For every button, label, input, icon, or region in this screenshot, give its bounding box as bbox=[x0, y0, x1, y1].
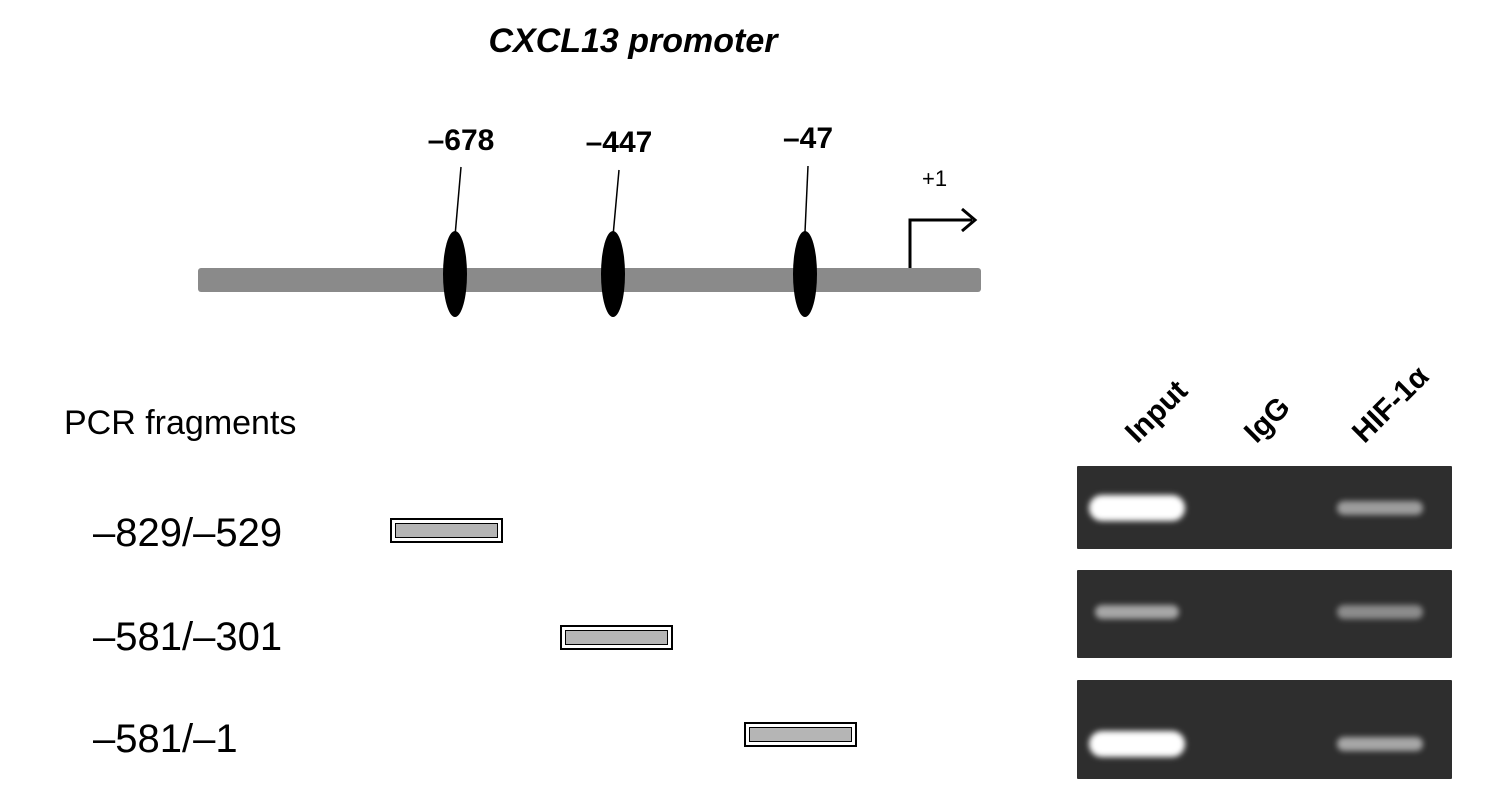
hre-site-marker bbox=[793, 231, 817, 317]
fragment-box bbox=[390, 518, 503, 543]
site-leader-line bbox=[454, 166, 462, 237]
gel-lane-label: IgG bbox=[1237, 390, 1297, 450]
fragment-box bbox=[744, 722, 857, 747]
promoter-diagram bbox=[198, 165, 981, 317]
fragment-box bbox=[560, 625, 673, 650]
site-leader-line bbox=[804, 165, 809, 233]
gel-lane-label: Input bbox=[1118, 374, 1195, 450]
gel-panel bbox=[1077, 680, 1452, 779]
gel-band bbox=[1337, 501, 1423, 515]
hre-site-marker bbox=[601, 231, 625, 317]
gel-lane-label: HIF-1α bbox=[1345, 359, 1436, 450]
site-label: –47 bbox=[782, 122, 834, 155]
gel-background bbox=[1077, 680, 1452, 779]
gel-panel bbox=[1077, 466, 1452, 549]
pcr-fragments-heading: PCR fragments bbox=[64, 404, 297, 442]
site-leader-line bbox=[612, 169, 620, 237]
gel-band bbox=[1095, 605, 1179, 619]
promoter-line bbox=[198, 268, 981, 292]
hre-site-marker bbox=[443, 231, 467, 317]
fragment-label: –581/–1 bbox=[93, 717, 238, 761]
site-label: –678 bbox=[427, 124, 495, 157]
gel-band bbox=[1089, 731, 1185, 757]
gel-band bbox=[1089, 495, 1185, 521]
gel-band bbox=[1337, 737, 1423, 751]
gel-panel bbox=[1077, 570, 1452, 658]
fragment-label: –581/–301 bbox=[93, 615, 283, 659]
tss-label: +1 bbox=[922, 166, 948, 191]
tss-arrow-icon bbox=[908, 218, 972, 268]
gel-band bbox=[1337, 605, 1423, 619]
figure-title: CXCL13 promoter bbox=[488, 22, 778, 60]
fragment-label: –829/–529 bbox=[93, 511, 283, 555]
site-label: –447 bbox=[585, 126, 653, 159]
